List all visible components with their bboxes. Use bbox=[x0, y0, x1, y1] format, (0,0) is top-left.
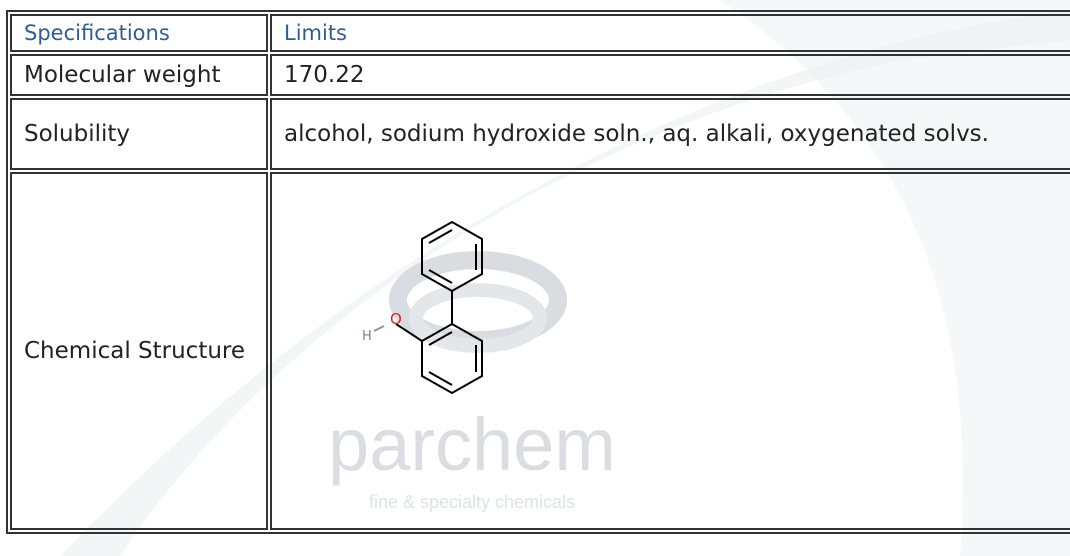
oxygen-atom-label: O bbox=[390, 310, 402, 328]
chemical-structure-cell: O H bbox=[270, 172, 1070, 530]
table-header-row: Specifications Limits bbox=[10, 14, 1070, 52]
chemical-structure-diagram: O H bbox=[362, 220, 483, 395]
row-label: Chemical Structure bbox=[10, 172, 268, 530]
header-limits: Limits bbox=[270, 14, 1070, 52]
row-label: Molecular weight bbox=[10, 54, 268, 96]
phenyl-ring-upper bbox=[421, 220, 483, 293]
o-h-bond bbox=[373, 325, 385, 332]
header-specifications: Specifications bbox=[10, 14, 268, 52]
row-label: Solubility bbox=[10, 98, 268, 170]
table-row-chemical-structure: Chemical Structure bbox=[10, 172, 1070, 530]
specifications-table: Specifications Limits Molecular weight 1… bbox=[6, 10, 1070, 534]
hydrogen-atom-label: H bbox=[362, 329, 372, 344]
row-value: alcohol, sodium hydroxide soln., aq. alk… bbox=[270, 98, 1070, 170]
phenol-ring-lower bbox=[421, 322, 483, 395]
table-row-solubility: Solubility alcohol, sodium hydroxide sol… bbox=[10, 98, 1070, 170]
c-o-bond bbox=[395, 323, 423, 342]
row-value: 170.22 bbox=[270, 54, 1070, 96]
table-row-molecular-weight: Molecular weight 170.22 bbox=[10, 54, 1070, 96]
